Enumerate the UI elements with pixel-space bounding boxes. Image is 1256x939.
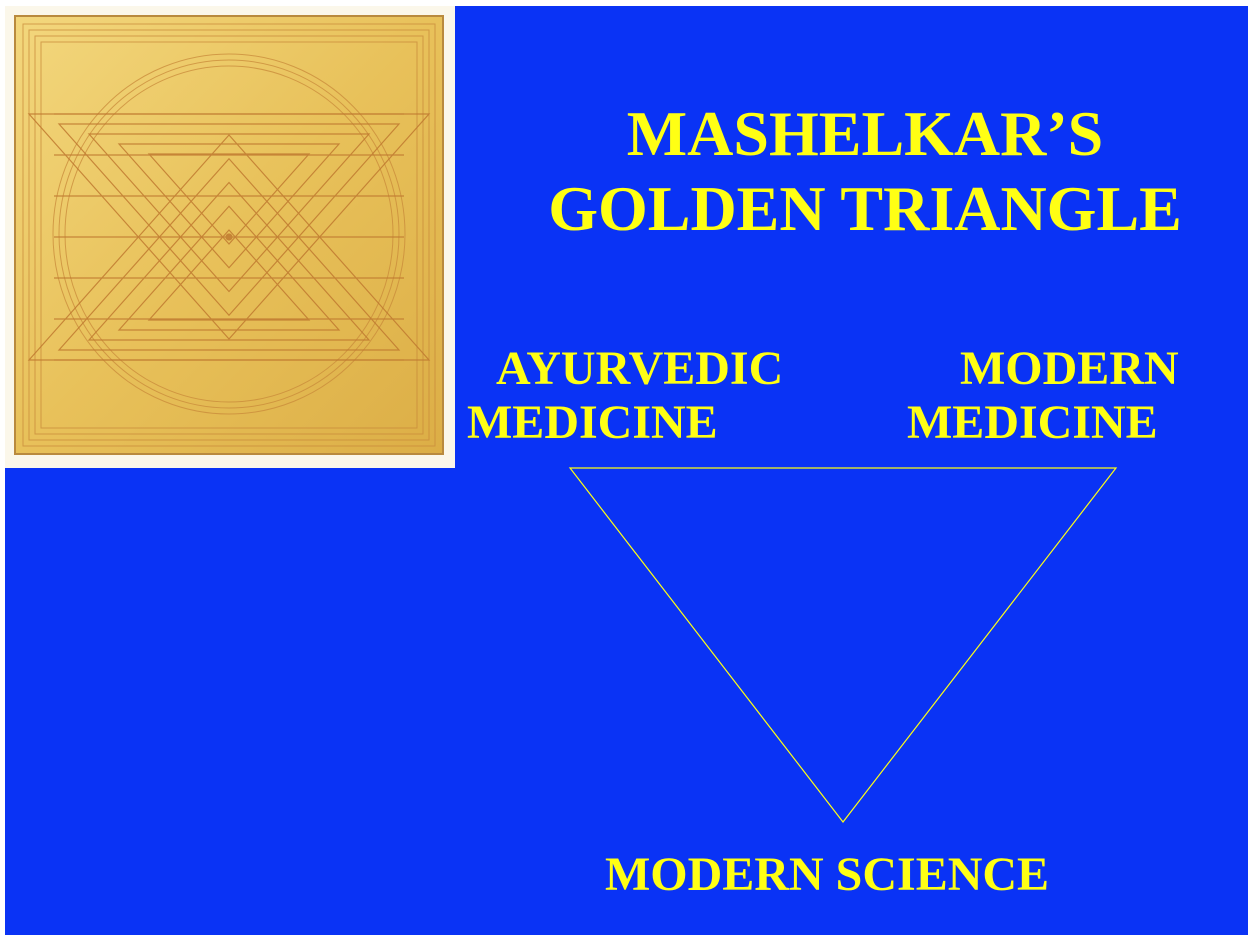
slide: MASHELKAR’S GOLDEN TRIANGLE AYURVEDIC ME… xyxy=(5,6,1248,935)
golden-triangle xyxy=(570,468,1116,822)
golden-triangle-diagram xyxy=(5,6,1248,935)
